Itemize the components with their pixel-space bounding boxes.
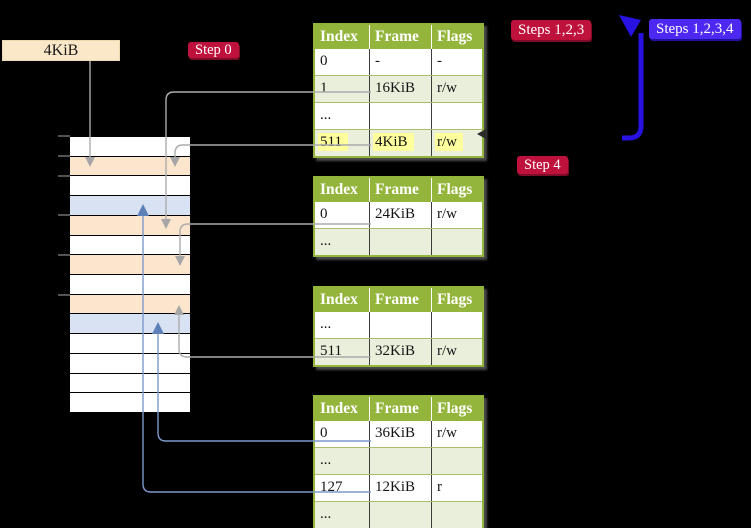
table-cell: 1	[315, 76, 370, 102]
table-cell	[370, 229, 432, 255]
memory-column	[70, 136, 190, 414]
header-cell: Index	[315, 397, 370, 421]
header-cell: Flags	[437, 28, 473, 45]
table-cell: r	[437, 479, 442, 495]
table-row: ...	[315, 102, 482, 129]
step0-badge: Step 0	[188, 42, 239, 58]
highlighted-value: r/w	[435, 133, 463, 151]
highlighted-value: 511	[318, 133, 348, 151]
table-header-row: Index Frame Flags	[315, 397, 482, 421]
page-table-3: Index Frame Flags ... 511 32KiB r/w	[313, 286, 484, 367]
table-cell: r/w	[437, 80, 457, 96]
table-header-row: Index Frame Flags	[315, 25, 482, 49]
table-cell	[370, 103, 432, 129]
step4-badge: Step 4	[517, 156, 568, 174]
highlighted-value: 4KiB	[373, 133, 414, 151]
header-cell: Index	[315, 288, 370, 312]
table-cell: 24KiB	[370, 202, 432, 228]
table-cell: r/w	[437, 206, 457, 222]
memory-row	[70, 334, 190, 354]
header-cell: Frame	[370, 397, 432, 421]
loopback-arrowhead	[619, 15, 641, 37]
table-row: 0 36KiB r/w	[315, 421, 482, 447]
table-cell: r/w	[432, 130, 482, 156]
memory-row	[70, 156, 190, 177]
table-cell	[432, 312, 482, 338]
table-cell: r/w	[437, 343, 457, 359]
table-header-row: Index Frame Flags	[315, 178, 482, 202]
table-cell: 12KiB	[370, 475, 432, 501]
memory-row	[70, 353, 190, 374]
table-cell	[432, 103, 482, 129]
steps123-badge: Steps 1,2,3	[511, 20, 592, 40]
memory-row	[70, 275, 190, 295]
table-cell: 16KiB	[370, 76, 432, 102]
table-row: 511 32KiB r/w	[315, 338, 482, 365]
loopback-arrow-shaft	[622, 33, 644, 141]
table-cell	[432, 448, 482, 474]
table-cell: ...	[315, 103, 370, 129]
header-cell: Frame	[370, 178, 432, 202]
header-cell: Index	[315, 178, 370, 202]
table-cell: 127	[315, 475, 370, 501]
memory-row	[70, 294, 190, 315]
table-cell	[370, 448, 432, 474]
table-row: 1 16KiB r/w	[315, 75, 482, 102]
memory-row	[70, 137, 190, 157]
table-row: ...	[315, 312, 482, 338]
table-cell: 511	[315, 130, 370, 156]
table-row: ...	[315, 228, 482, 255]
header-cell: Flags	[437, 181, 473, 198]
table-cell: 0	[315, 202, 370, 228]
memory-row	[70, 314, 190, 335]
table-row: 0 24KiB r/w	[315, 202, 482, 228]
header-cell: Index	[315, 25, 370, 49]
table-row: 127 12KiB r	[315, 474, 482, 501]
header-cell: Frame	[370, 25, 432, 49]
memory-row	[70, 255, 190, 276]
table-cell: 0	[315, 421, 370, 447]
memory-row	[70, 196, 190, 216]
table-cell: 511	[315, 339, 370, 365]
steps1234-badge: Steps 1,2,3,4	[649, 19, 741, 39]
table-cell: r/w	[437, 425, 457, 441]
address-ticks	[58, 135, 70, 296]
table-cell: -	[437, 53, 442, 69]
header-cell: Frame	[370, 288, 432, 312]
page-table-2: Index Frame Flags 0 24KiB r/w ...	[313, 176, 484, 257]
table-cell: ...	[315, 229, 370, 255]
header-cell: Flags	[437, 291, 473, 308]
page-table-1: Index Frame Flags 0 - - 1 16KiB r/w ... …	[313, 23, 484, 158]
table-cell	[370, 312, 432, 338]
table-cell: ...	[315, 312, 370, 338]
memory-row	[70, 176, 190, 197]
memory-row	[70, 215, 190, 236]
table-row: ...	[315, 447, 482, 474]
table-cell: 0	[315, 49, 370, 75]
table-cell: 4KiB	[370, 130, 432, 156]
table-header-row: Index Frame Flags	[315, 288, 482, 312]
header-cell: Flags	[437, 400, 473, 417]
table-cell	[370, 502, 432, 528]
memory-row	[70, 235, 190, 256]
memory-row	[70, 373, 190, 394]
table-row: ...	[315, 501, 482, 528]
page-table-4: Index Frame Flags 0 36KiB r/w ... 127 12…	[313, 395, 484, 528]
table-cell	[432, 502, 482, 528]
table-cell: 36KiB	[370, 421, 432, 447]
page-size-label: 4KiB	[2, 40, 120, 61]
memory-row	[70, 393, 190, 414]
table-cell: ...	[315, 502, 370, 528]
table-cell: 32KiB	[370, 339, 432, 365]
table-cell: -	[370, 49, 432, 75]
table-cell	[432, 229, 482, 255]
table-row-highlighted: 511 4KiB r/w	[315, 129, 482, 156]
table-cell: ...	[315, 448, 370, 474]
table-row: 0 - -	[315, 49, 482, 75]
